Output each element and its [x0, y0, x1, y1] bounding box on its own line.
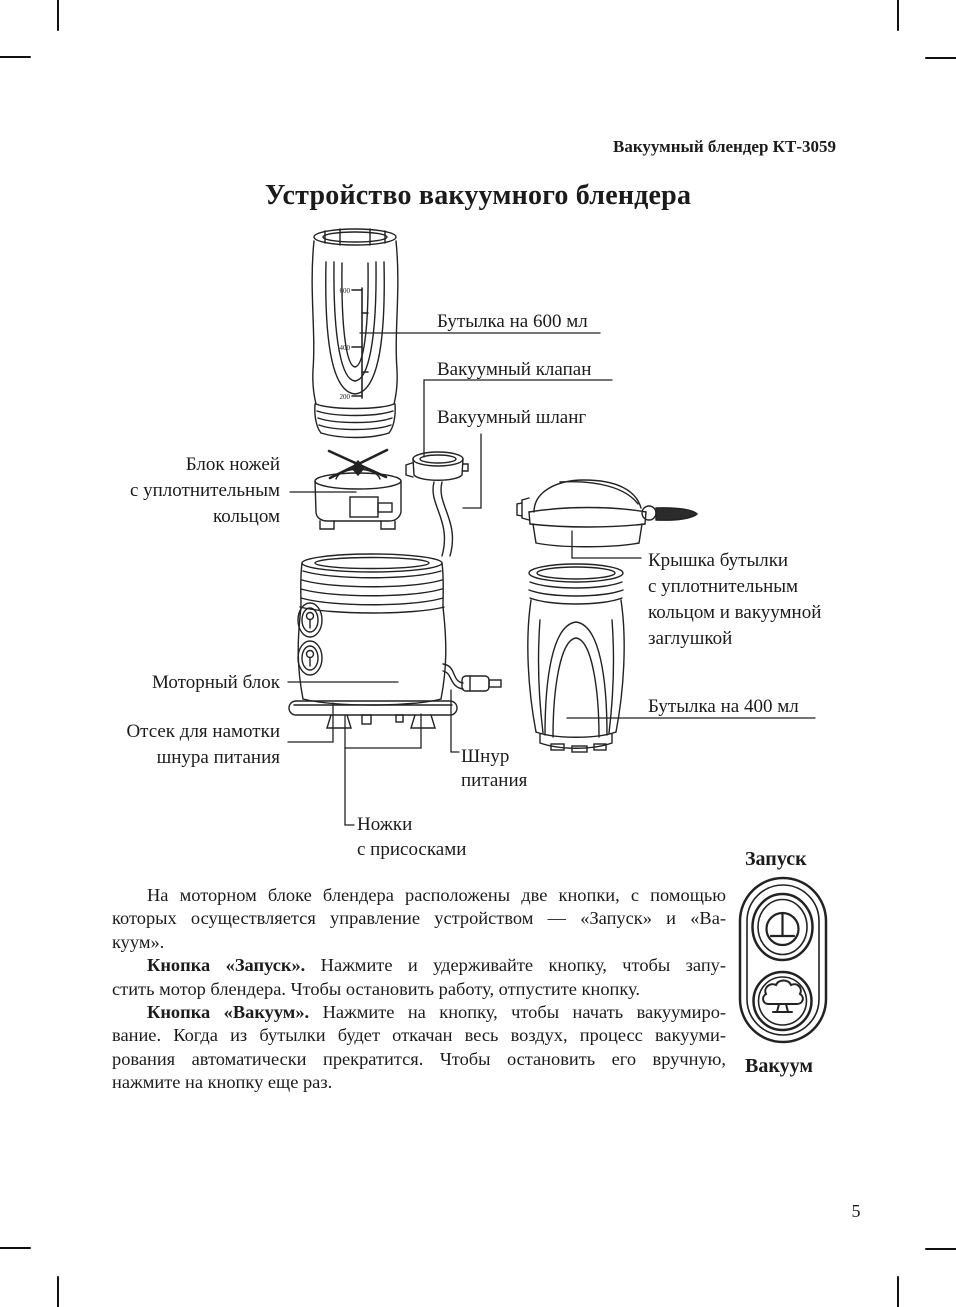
scale-mark-400: 400 — [340, 344, 351, 352]
start-button — [751, 892, 814, 962]
bottle-400-illustration — [527, 563, 625, 753]
label-vacuum-valve: Вакуумный клапан — [437, 359, 592, 380]
label-cord-compartment: Отсек для намотки шнура питания — [126, 721, 280, 768]
label-bottle-lid: Крышка бутылки с уплотнительным кольцом … — [648, 550, 822, 649]
body-line: Кнопка «Вакуум». Нажмите на кнопку, чтоб… — [147, 1001, 726, 1022]
bottle-measure-scale — [351, 287, 369, 399]
body-line: которых осуществляется управление устрой… — [112, 908, 726, 929]
vacuum-button-label: Вакуум — [745, 1055, 813, 1077]
base-and-feet-illustration — [288, 700, 458, 729]
bottle-lid-illustration — [516, 479, 698, 548]
motor-block-illustration — [288, 553, 502, 729]
scale-mark-600: 600 — [340, 287, 351, 295]
page-title: Устройство вакуумного блендера — [264, 180, 692, 211]
label-vacuum-hose: Вакуумный шланг — [437, 407, 587, 428]
body-line: куум». — [112, 931, 165, 952]
body-text: На моторном блоке блендера расположены д… — [112, 884, 726, 1095]
vacuum-tree-icon — [762, 979, 804, 1013]
label-blade-block: Блок ножей с уплотнительным кольцом — [129, 454, 280, 527]
power-cord-illustration — [442, 663, 502, 692]
power-stem-icon — [765, 911, 800, 947]
blade-block-illustration — [314, 448, 402, 530]
leader-lines — [287, 332, 816, 826]
label-power-cord: Шнур питания — [461, 746, 528, 791]
page-header: Вакуумный блендер КТ-3059 — [613, 137, 836, 156]
vacuum-button — [752, 970, 813, 1032]
vacuum-valve-illustration — [405, 451, 469, 481]
motor-buttons-illustration — [297, 602, 323, 676]
start-button-label: Запуск — [745, 848, 807, 870]
body-line: рования автоматически прекратится. Чтобы… — [112, 1048, 726, 1069]
bottle-600-illustration: 600 400 200 — [311, 228, 399, 439]
body-line: нажмите на кнопку еще раз. — [112, 1072, 333, 1093]
control-buttons-illustration — [738, 876, 828, 1044]
body-line: вание. Когда из бутылки будет откачан ве… — [112, 1025, 726, 1046]
body-line: Кнопка «Запуск». Нажмите и удерживайте к… — [147, 955, 726, 976]
vacuum-hose-illustration — [432, 481, 454, 557]
label-bottle-400: Бутылка на 400 мл — [648, 696, 799, 717]
page-number: 5 — [851, 1201, 861, 1221]
label-bottle-600: Бутылка на 600 мл — [437, 311, 588, 332]
label-feet: Ножки с присосками — [357, 814, 467, 860]
body-line: стить мотор блендера. Чтобы остановить р… — [112, 978, 640, 999]
body-line: На моторном блоке блендера расположены д… — [147, 885, 726, 905]
scale-mark-200: 200 — [340, 393, 351, 401]
label-motor-block: Моторный блок — [152, 672, 280, 693]
